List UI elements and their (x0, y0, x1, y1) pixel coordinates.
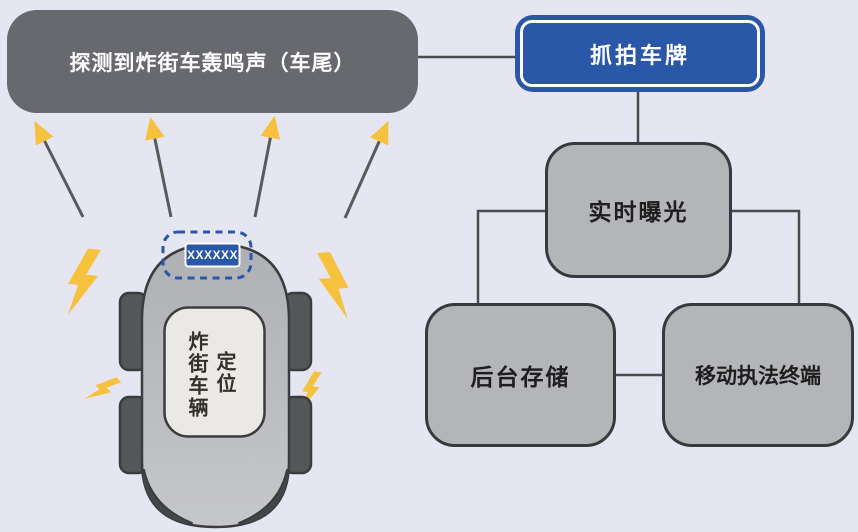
capture-plate-inner-border: 抓拍车牌 (520, 20, 760, 87)
sound-direction-arrows (34, 115, 389, 219)
capture-plate-node: 抓拍车牌 (515, 15, 765, 92)
lightning-bolt-icon (64, 247, 101, 318)
lightning-bolt-icon (83, 371, 122, 409)
realtime-exposure-node: 实时曝光 (545, 142, 732, 278)
connector-expose-storage (476, 209, 545, 304)
sound-arrow-icon (34, 120, 85, 218)
connector-expose-terminal (732, 209, 801, 304)
sound-arrow-icon (253, 115, 281, 218)
license-plate-text: XXXXXX (186, 248, 239, 262)
plate-highlight-dashed-box (161, 230, 253, 280)
connector-lines (418, 55, 801, 377)
mobile-enforcement-terminal-node: 移动执法终端 (662, 303, 854, 447)
backend-storage-label: 后台存储 (470, 364, 571, 390)
car-illustration (118, 230, 313, 529)
capture-plate-label: 抓拍车牌 (589, 42, 690, 68)
lightning-bolt-icon (317, 251, 351, 321)
sound-arrow-icon (343, 120, 389, 219)
mobile-enforcement-terminal-label: 移动执法终端 (695, 365, 821, 388)
license-plate (184, 242, 241, 268)
backend-storage-node: 后台存储 (425, 303, 616, 447)
realtime-exposure-label: 实时曝光 (588, 199, 689, 225)
car-label-column-2: 定位 (213, 351, 235, 395)
car-label-column-1: 炸街车辆 (185, 331, 207, 419)
sound-arrow-icon (145, 116, 173, 218)
detect-sound-node: 探测到炸街车轰鸣声（车尾） (7, 10, 418, 113)
detect-sound-label: 探测到炸街车轰鸣声（车尾） (69, 51, 356, 75)
car-roof-window (163, 306, 266, 438)
